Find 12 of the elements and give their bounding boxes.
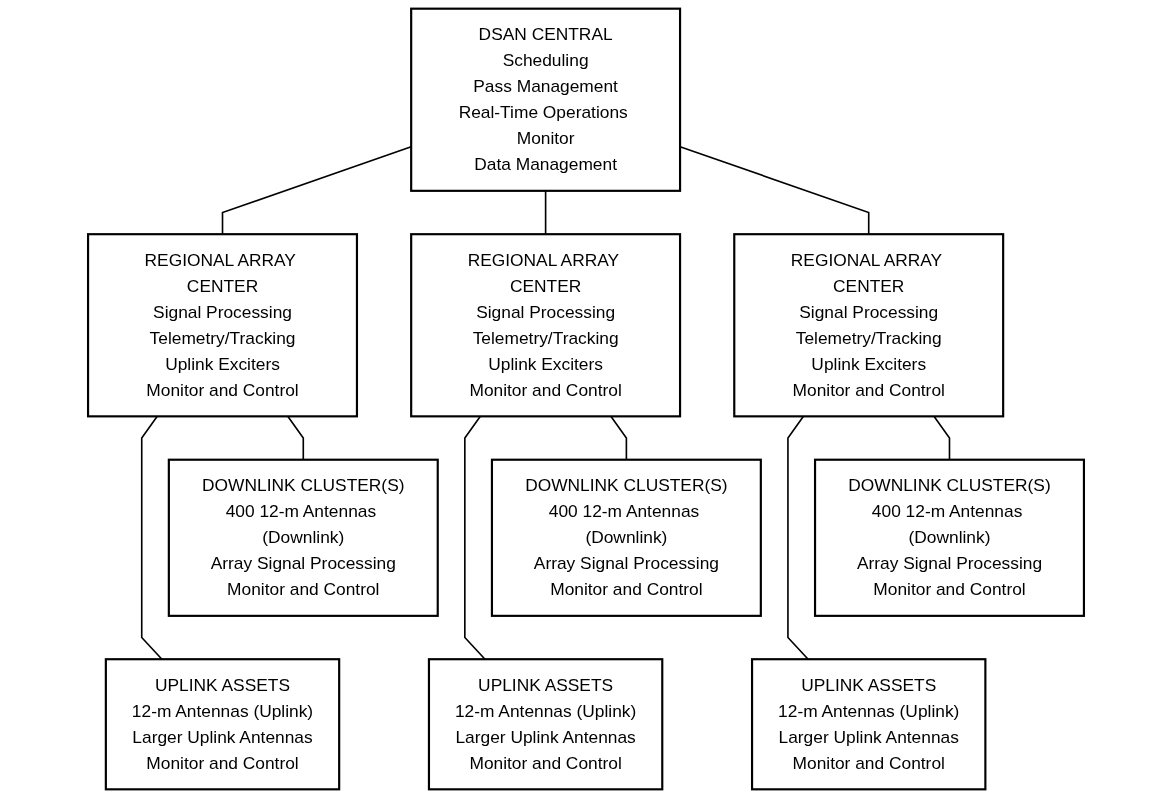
node-box: DOWNLINK CLUSTER(S) 400 12-m Antennas (Downlink) Array Signal Processing Monitor and Control bbox=[490, 458, 762, 617]
node-box: DSAN CENTRAL Scheduling Pass Management Real-Time Operations Monitor Data Management bbox=[410, 7, 682, 192]
node-box: DOWNLINK CLUSTER(S) 400 12-m Antennas (Downlink) Array Signal Processing Monitor and Control bbox=[813, 458, 1086, 617]
node-box: REGIONAL ARRAY CENTER Signal Processing Telemetry/Tracking Uplink Exciters Monitor and Control bbox=[733, 233, 1005, 418]
connector bbox=[544, 190, 547, 235]
node-box: UPLINK ASSETS 12-m Antennas (Uplink) Larger Uplink Antennas Monitor and Control bbox=[427, 658, 664, 791]
node-box: UPLINK ASSETS 12-m Antennas (Uplink) Larger Uplink Antennas Monitor and Control bbox=[104, 658, 341, 791]
node-box: UPLINK ASSETS 12-m Antennas (Uplink) Larger Uplink Antennas Monitor and Control bbox=[750, 658, 987, 791]
node-box: REGIONAL ARRAY CENTER Signal Processing Telemetry/Tracking Uplink Exciters Monitor and Control bbox=[86, 233, 359, 418]
connector bbox=[221, 145, 412, 235]
node-box: REGIONAL ARRAY CENTER Signal Processing Telemetry/Tracking Uplink Exciters Monitor and Control bbox=[410, 233, 682, 418]
node-box: DOWNLINK CLUSTER(S) 400 12-m Antennas (Downlink) Array Signal Processing Monitor and Control bbox=[167, 458, 439, 617]
